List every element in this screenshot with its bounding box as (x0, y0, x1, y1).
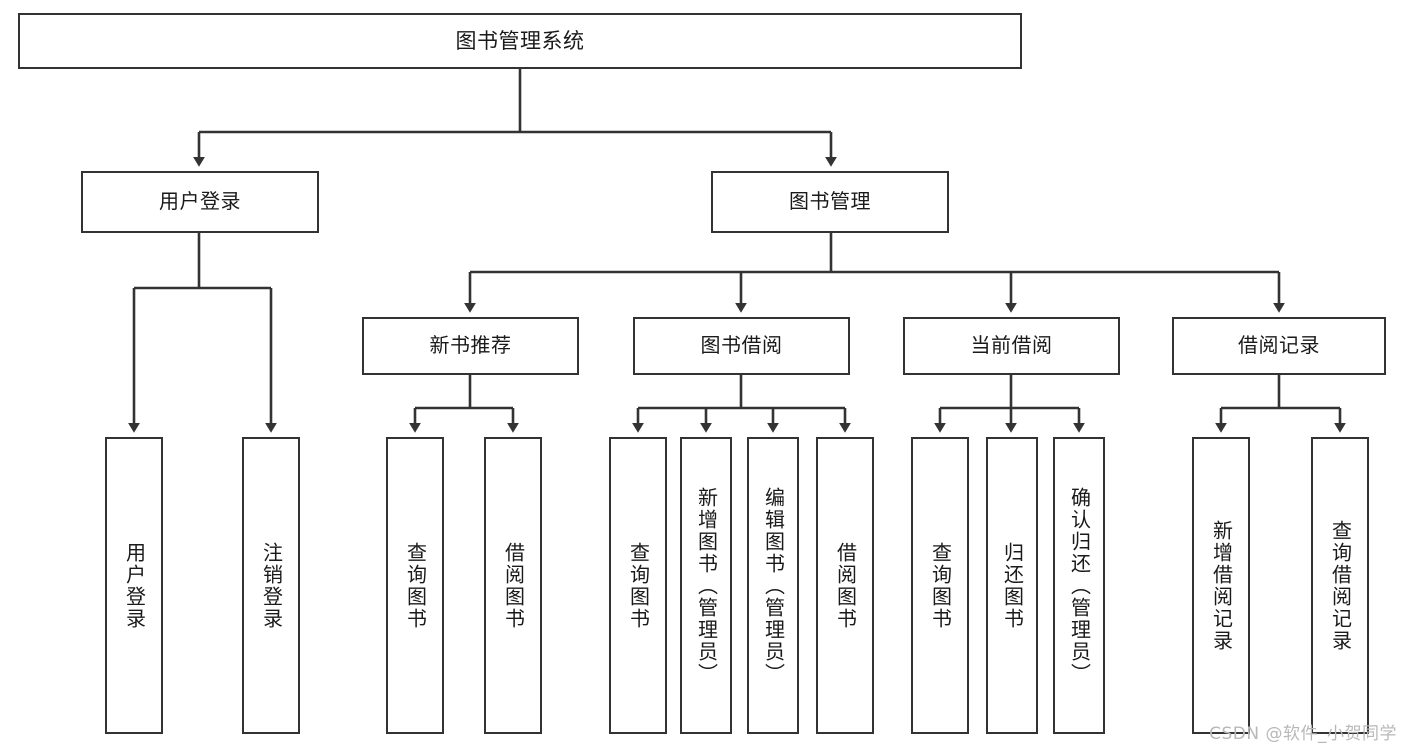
node-leaf-query-book-1-label: 查询图书 (403, 541, 428, 630)
node-leaf-edit-book-label: 编辑图书（管理员） (761, 486, 786, 685)
node-leaf-borrow-book-2[interactable]: 借阅图书 (816, 437, 874, 734)
node-root[interactable]: 图书管理系统 (18, 13, 1022, 69)
node-leaf-query-book-3-label: 查询图书 (928, 541, 953, 630)
node-leaf-query-book-1[interactable]: 查询图书 (386, 437, 444, 734)
node-borrow-record-label: 借阅记录 (1238, 333, 1320, 358)
node-leaf-return-book-label: 归还图书 (1000, 541, 1025, 630)
node-current-borrow-label: 当前借阅 (970, 333, 1053, 358)
node-borrow-record[interactable]: 借阅记录 (1172, 317, 1386, 375)
node-leaf-query-book-2[interactable]: 查询图书 (609, 437, 667, 734)
node-user-login[interactable]: 用户登录 (81, 171, 319, 233)
node-new-book-recommend[interactable]: 新书推荐 (362, 317, 579, 375)
node-user-login-label: 用户登录 (159, 189, 241, 214)
node-book-borrow-label: 图书借阅 (700, 333, 783, 358)
csdn-watermark: CSDN @软件_小贺同学 (1209, 724, 1397, 744)
node-current-borrow[interactable]: 当前借阅 (903, 317, 1120, 375)
node-leaf-query-book-3[interactable]: 查询图书 (911, 437, 969, 734)
node-leaf-query-record[interactable]: 查询借阅记录 (1311, 437, 1369, 734)
node-leaf-user-login[interactable]: 用户登录 (105, 437, 163, 734)
node-leaf-logout[interactable]: 注销登录 (242, 437, 300, 734)
node-leaf-return-book[interactable]: 归还图书 (986, 437, 1038, 734)
node-book-borrow[interactable]: 图书借阅 (633, 317, 850, 375)
node-root-label: 图书管理系统 (455, 28, 585, 53)
node-leaf-borrow-book-1-label: 借阅图书 (501, 541, 526, 630)
node-leaf-borrow-book-2-label: 借阅图书 (833, 541, 858, 630)
node-leaf-query-record-label: 查询借阅记录 (1328, 519, 1353, 652)
node-leaf-query-book-2-label: 查询图书 (626, 541, 651, 630)
node-leaf-confirm-return-label: 确认归还（管理员） (1067, 486, 1092, 685)
node-book-manage[interactable]: 图书管理 (711, 171, 949, 233)
node-leaf-borrow-book-1[interactable]: 借阅图书 (484, 437, 542, 734)
node-leaf-confirm-return[interactable]: 确认归还（管理员） (1053, 437, 1105, 734)
node-book-manage-label: 图书管理 (789, 189, 871, 214)
node-leaf-add-record[interactable]: 新增借阅记录 (1192, 437, 1250, 734)
node-leaf-add-book[interactable]: 新增图书（管理员） (680, 437, 732, 734)
node-leaf-add-record-label: 新增借阅记录 (1209, 519, 1234, 652)
node-new-book-recommend-label: 新书推荐 (429, 333, 512, 358)
node-leaf-user-login-label: 用户登录 (122, 541, 147, 630)
node-leaf-logout-label: 注销登录 (259, 541, 284, 630)
node-leaf-add-book-label: 新增图书（管理员） (694, 486, 719, 685)
node-leaf-edit-book[interactable]: 编辑图书（管理员） (747, 437, 799, 734)
